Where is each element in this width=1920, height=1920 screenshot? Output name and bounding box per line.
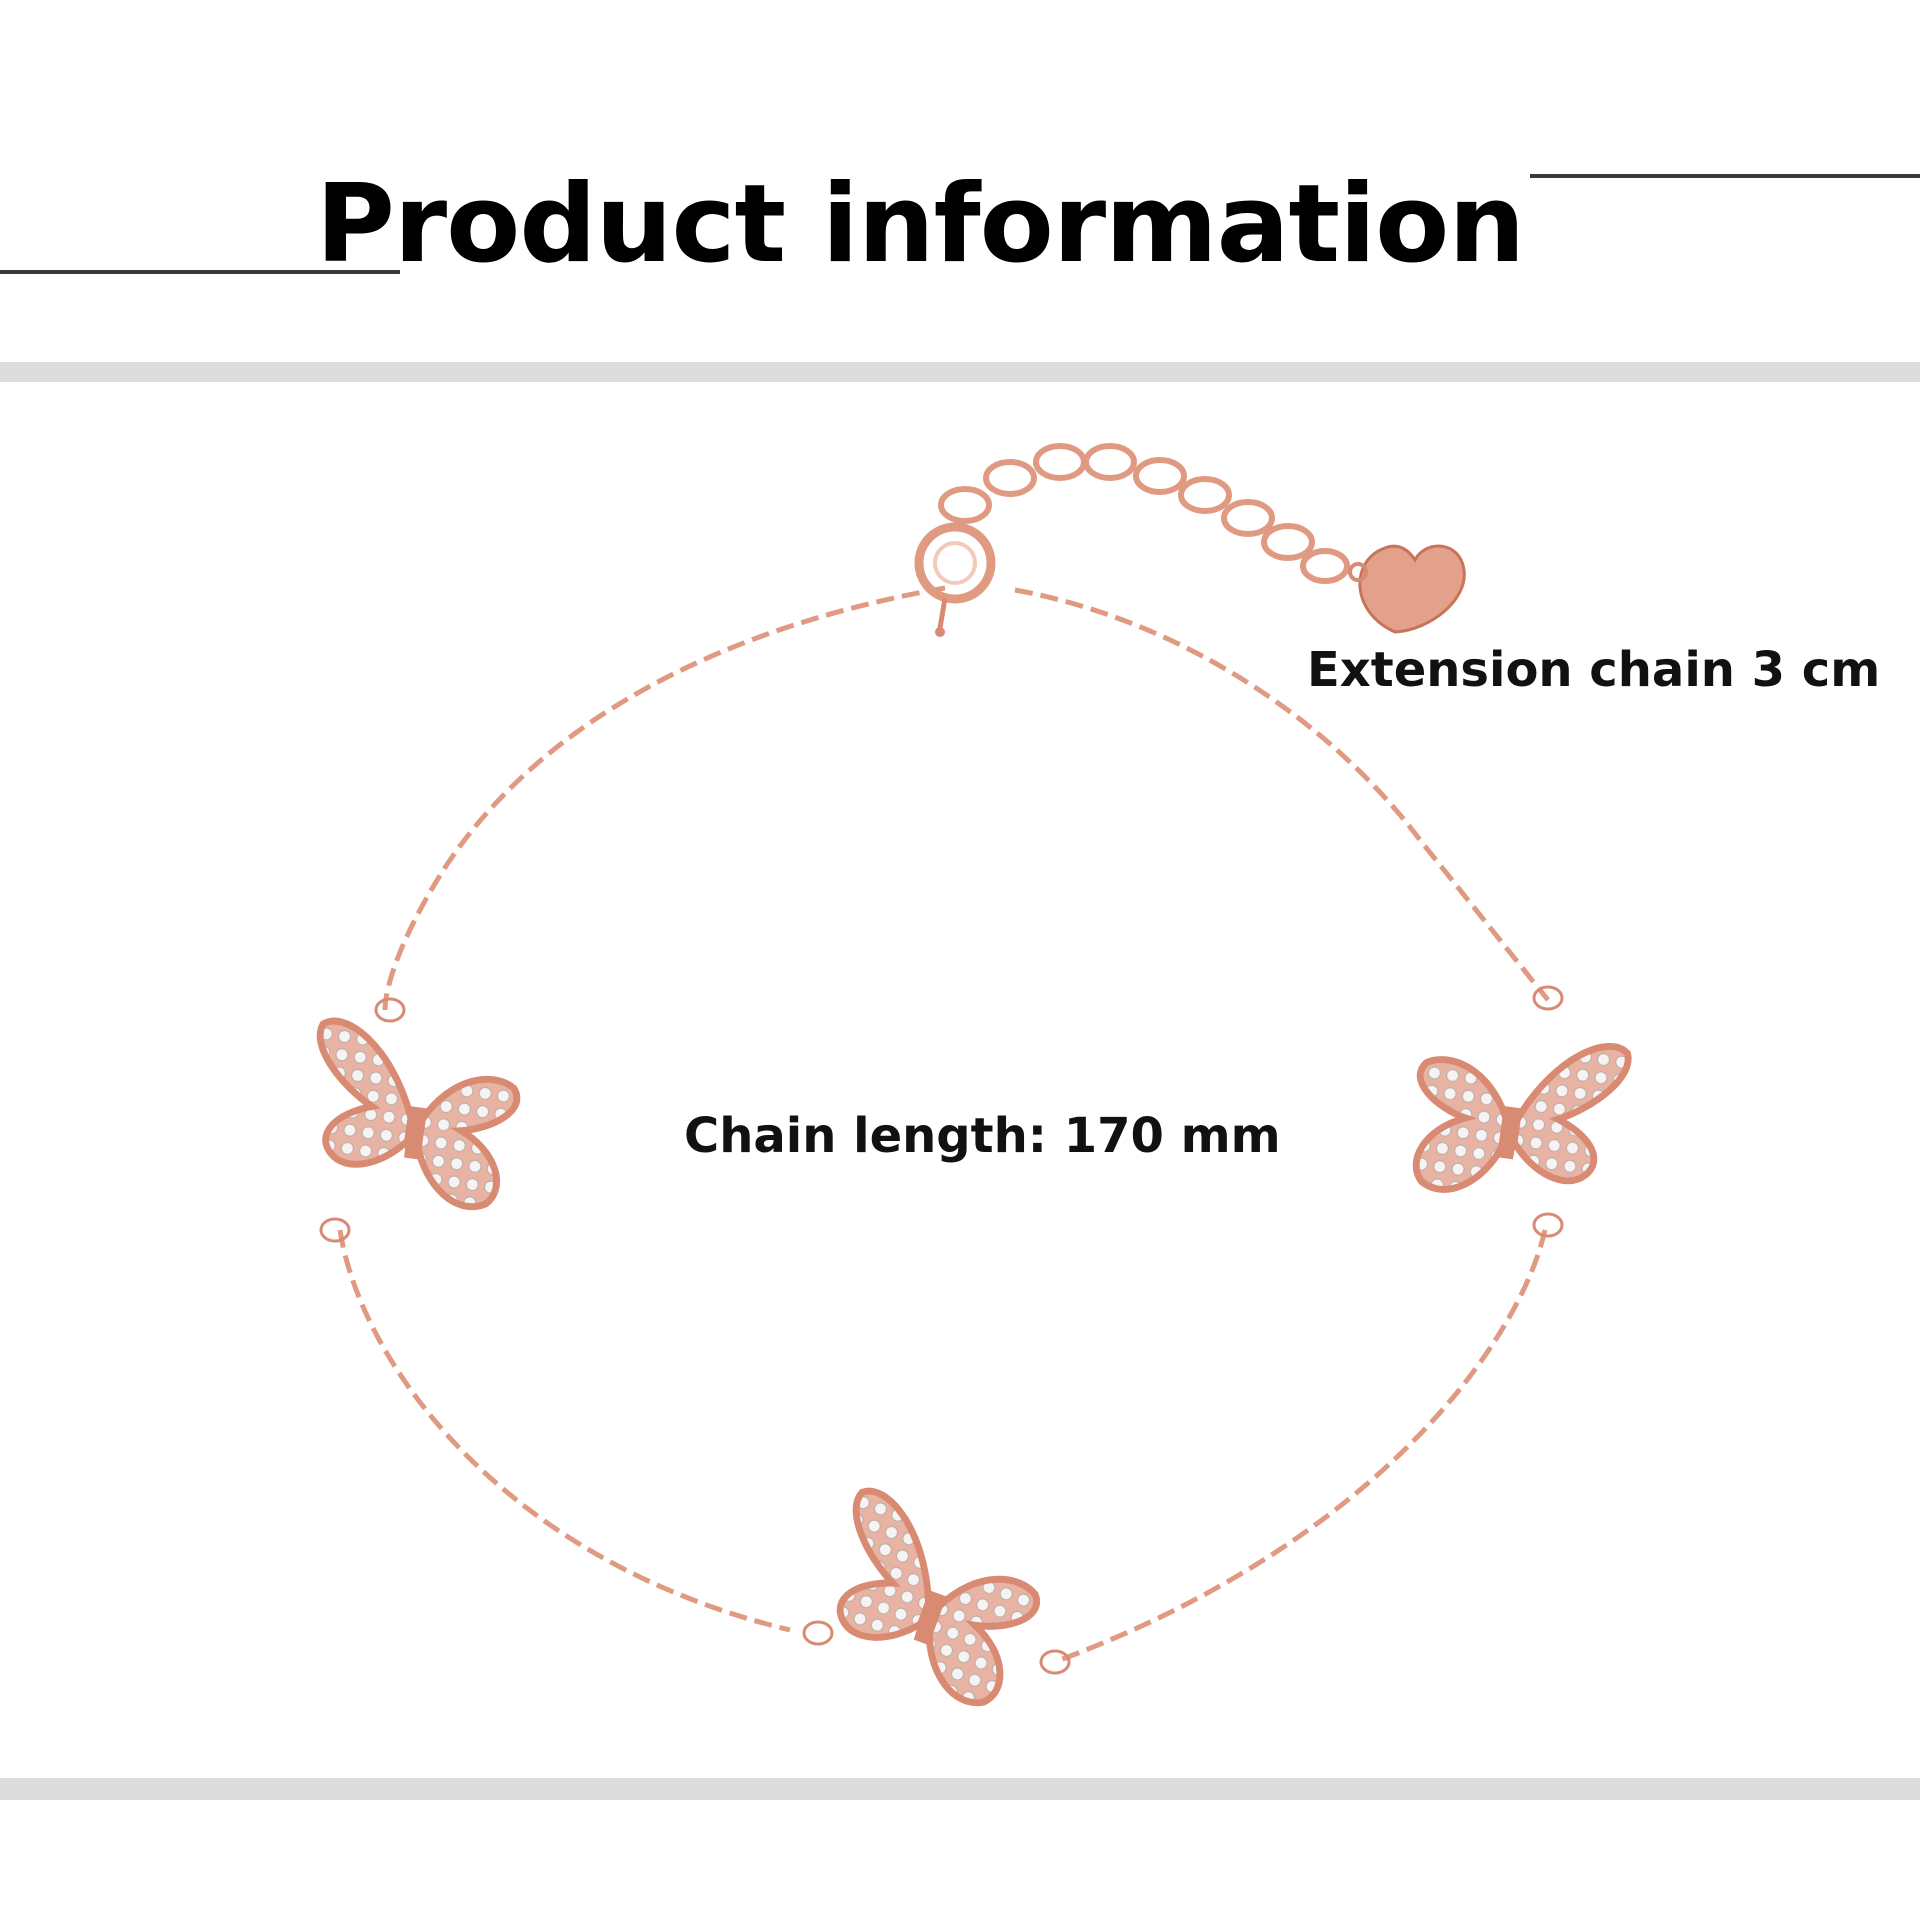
section-band-bottom <box>0 1778 1920 1800</box>
bracelet-chain <box>337 585 1550 1663</box>
bracelet-image <box>0 443 1920 1778</box>
chain-links <box>319 985 1564 1675</box>
heart-icon <box>1348 544 1466 634</box>
butterfly-icon <box>1405 1021 1630 1213</box>
butterfly-icon <box>299 1019 524 1211</box>
spring-ring-clasp-icon <box>914 522 996 637</box>
section-band-top <box>0 362 1920 382</box>
extension-chain <box>938 443 1350 584</box>
butterfly-icon <box>806 1487 1054 1712</box>
page-title: Product information <box>0 160 1920 290</box>
page-title-text: Product information <box>315 162 1526 287</box>
extension-chain-label: Extension chain 3 cm <box>1307 642 1881 698</box>
header-divider-right <box>1530 174 1920 178</box>
chain-length-label: Chain length: 170 mm <box>684 1108 1281 1164</box>
header-divider-left <box>0 270 400 274</box>
